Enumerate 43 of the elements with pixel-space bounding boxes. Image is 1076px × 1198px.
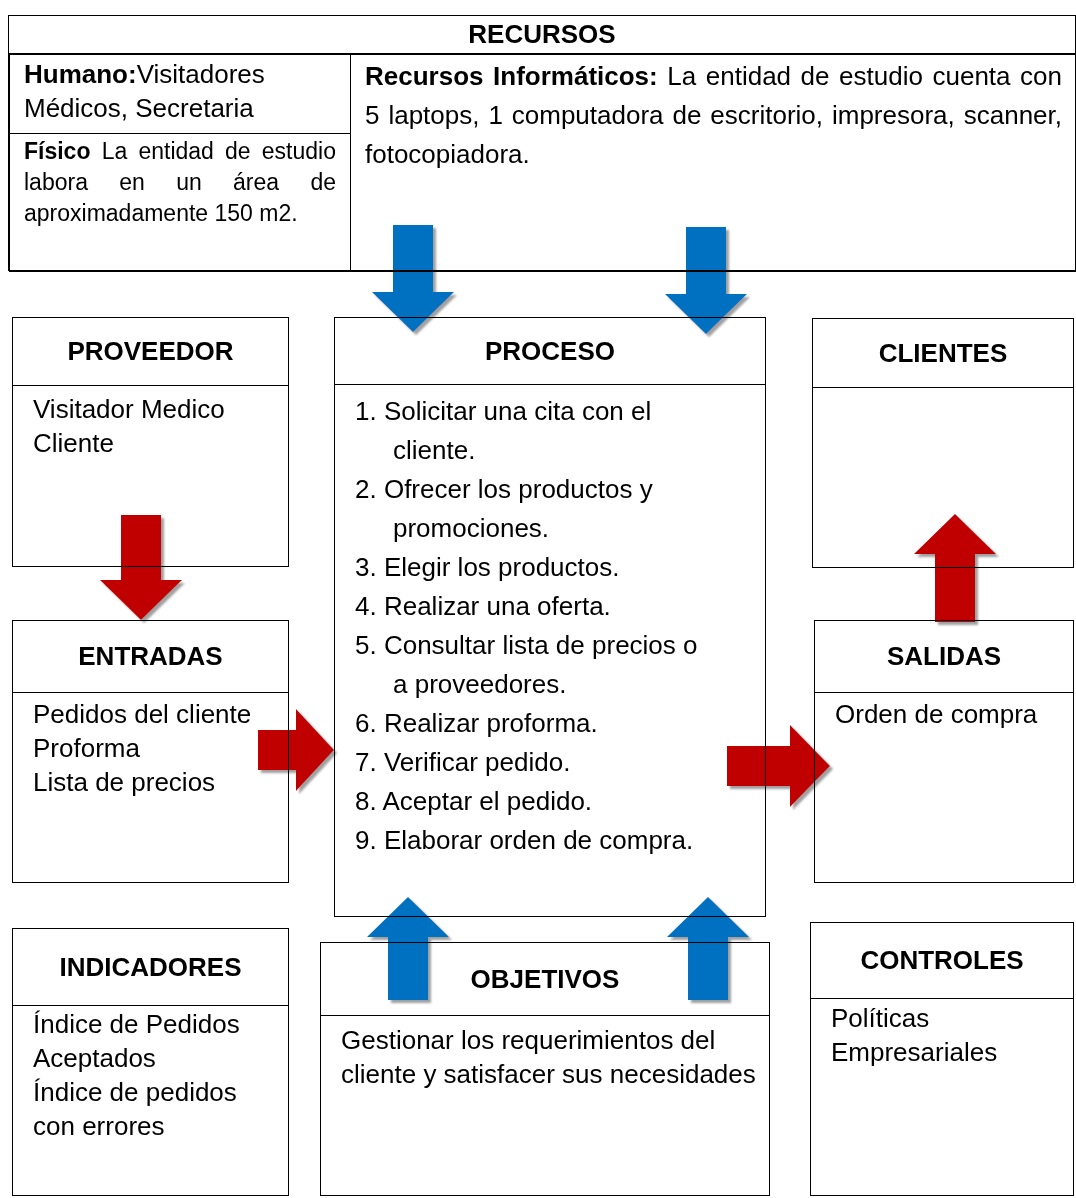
- block-arrow: [665, 227, 747, 334]
- box-title: RECURSOS: [468, 19, 616, 50]
- box-text: Proforma: [33, 732, 140, 765]
- list-item: 6. Realizar proforma.: [355, 707, 598, 740]
- box-text: Lista de precios: [33, 766, 216, 799]
- block-arrow: [100, 515, 182, 620]
- list-item: 8. Aceptar el pedido.: [355, 785, 593, 818]
- block-arrow: [727, 725, 830, 807]
- box-text: Cliente: [33, 427, 114, 460]
- box-text: Gestionar los requerimientos del cliente y satisfacer sus necesidades: [341, 1024, 757, 1091]
- list-item: 4. Realizar una oferta.: [355, 590, 611, 623]
- list-item: 9. Elaborar orden de compra.: [355, 824, 694, 857]
- box-title: CONTROLES: [860, 945, 1024, 976]
- box-title: PROVEEDOR: [67, 336, 234, 367]
- box-title: CLIENTES: [878, 337, 1008, 369]
- labeled-box: [810, 922, 1074, 1196]
- box-title: PROCESO: [485, 335, 615, 367]
- table-cell: [9, 54, 351, 134]
- box-text: Políticas Empresariales: [831, 1002, 999, 1069]
- labeled-box: [12, 928, 289, 1196]
- cell-text: Humano:Visitadores Médicos, Secretaria: [24, 58, 266, 125]
- box-title: ENTRADAS: [78, 641, 223, 672]
- list-item: 5. Consultar lista de precios o a proveedores.: [355, 629, 699, 701]
- box-title: INDICADORES: [59, 951, 242, 983]
- block-arrow: [367, 897, 449, 1000]
- box-text: Visitador Medico: [33, 393, 225, 426]
- box-text: Orden de compra: [835, 698, 1038, 731]
- list-item: 7. Verificar pedido.: [355, 746, 571, 779]
- box-text: Índice de Pedidos Aceptados: [33, 1008, 241, 1075]
- block-arrow: [372, 225, 454, 332]
- block-arrow: [258, 709, 334, 791]
- cell-text: Físico La entidad de estudio labora en un área de aproximadamente 150 m2.: [24, 137, 336, 228]
- box-title: OBJETIVOS: [470, 963, 620, 995]
- cell-text: Recursos Informáticos: La entidad de estudio cuenta con 5 laptops, 1 computadora de escritorio, impresora, scanner, fotocopiadora.: [365, 60, 1062, 171]
- list-item: 3. Elegir los productos.: [355, 551, 620, 584]
- block-arrow: [914, 514, 996, 622]
- box-text: Pedidos del cliente: [33, 698, 252, 731]
- table-cell: [9, 133, 351, 272]
- box-text: Índice de pedidos con errores: [33, 1076, 238, 1143]
- list-item: 1. Solicitar una cita con el cliente.: [355, 395, 653, 467]
- box-title: SALIDAS: [886, 641, 1002, 672]
- block-arrow: [667, 897, 749, 1000]
- list-item: 2. Ofrecer los productos y promociones.: [355, 473, 654, 545]
